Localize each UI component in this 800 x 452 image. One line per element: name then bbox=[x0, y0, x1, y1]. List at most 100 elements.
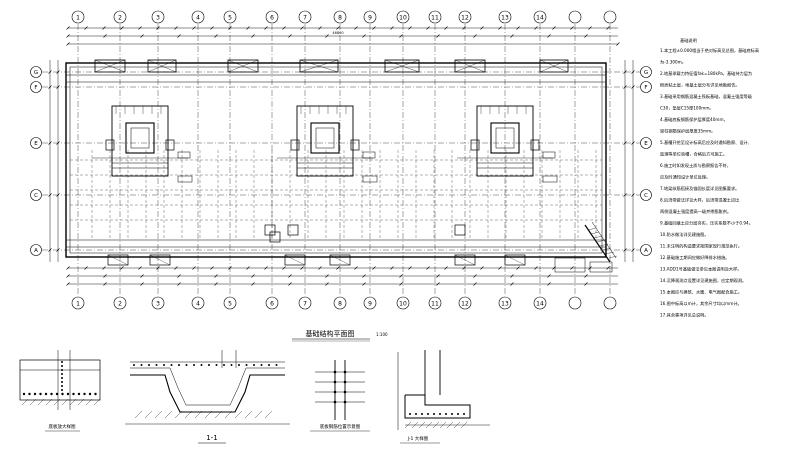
dimension-tick bbox=[174, 26, 178, 30]
bay-block bbox=[147, 59, 177, 73]
dimension-tick bbox=[56, 141, 60, 145]
dimension-tick bbox=[547, 34, 551, 38]
dimension-tick bbox=[192, 266, 196, 270]
dimension-tick bbox=[623, 70, 627, 74]
dimension-tick bbox=[56, 70, 60, 74]
notes-line: 3.基础采用钢筋混凝土筏板基础，混凝土强度等级 bbox=[660, 93, 753, 100]
notes-line: 10.防水做法详见建施图。 bbox=[660, 231, 709, 238]
dimension-tick bbox=[228, 266, 232, 270]
notes-line: C30，垫层C15厚100mm。 bbox=[660, 105, 714, 112]
axis-label: 12 bbox=[461, 14, 469, 21]
rebar-dot bbox=[230, 364, 233, 366]
rebar-dot bbox=[333, 380, 337, 384]
dimension-tick bbox=[120, 266, 124, 270]
dimension-tick bbox=[103, 274, 107, 278]
rebar-dot bbox=[72, 392, 75, 396]
ramp-hatch bbox=[605, 251, 615, 255]
dimension-tick bbox=[399, 282, 403, 286]
rebar-dot bbox=[223, 364, 225, 366]
dimension-tick bbox=[325, 282, 329, 286]
axis-label: 4 bbox=[196, 14, 200, 21]
axis-label: A bbox=[34, 248, 38, 254]
dimension-tick bbox=[140, 34, 144, 38]
dimension-tick bbox=[66, 34, 70, 38]
dimension-tick bbox=[84, 26, 88, 30]
stair-core-3 bbox=[457, 105, 558, 183]
dimension-tick bbox=[300, 266, 304, 270]
axis-label: 1 bbox=[76, 300, 80, 307]
axis-bubble bbox=[603, 10, 617, 24]
dimension-tick bbox=[66, 42, 70, 46]
dimension-tick bbox=[177, 274, 181, 278]
axis-bubble bbox=[151, 10, 165, 24]
dimension-tick bbox=[264, 26, 268, 30]
dimension-tick bbox=[336, 26, 340, 30]
bay-block-diag bbox=[539, 59, 569, 73]
dimension-tick bbox=[631, 248, 635, 252]
rebar-dot bbox=[61, 361, 63, 363]
axis-label: 5 bbox=[228, 300, 232, 307]
dimension-tick bbox=[156, 266, 160, 270]
dimension-tick bbox=[426, 266, 430, 270]
dimension-tick bbox=[473, 34, 477, 38]
axis-bubble bbox=[223, 10, 237, 24]
axis-label: 13 bbox=[501, 14, 509, 21]
rebar-dot bbox=[268, 364, 270, 366]
notes-line: 监理等单位验槽，合格后方可施工。 bbox=[660, 151, 727, 158]
dimension-tick bbox=[510, 274, 514, 278]
dimension-tick bbox=[362, 274, 366, 278]
dimension-tick bbox=[66, 274, 70, 278]
dimension-tick bbox=[102, 26, 106, 30]
axis-label: F bbox=[644, 85, 647, 91]
axis-label: 2 bbox=[118, 300, 122, 307]
axis-bubble bbox=[396, 10, 410, 24]
rebar-dot bbox=[343, 400, 347, 404]
rebar-dot bbox=[83, 392, 86, 396]
hatch-line bbox=[77, 398, 85, 406]
section-outline bbox=[130, 374, 285, 413]
ramp-hatch bbox=[587, 227, 597, 231]
notes-line: 5.基槽开挖至设计标高后应及时通知勘察、设计、 bbox=[660, 139, 752, 146]
rebar-dot bbox=[66, 392, 70, 396]
bay-block bbox=[539, 59, 569, 73]
dimension-tick bbox=[372, 266, 376, 270]
dimension-tick bbox=[362, 282, 366, 286]
rebar-dot bbox=[77, 392, 81, 396]
axis-label: C bbox=[644, 193, 648, 199]
dimension-tick bbox=[246, 26, 250, 30]
strip-footing bbox=[329, 254, 351, 266]
post-footing bbox=[454, 224, 466, 236]
axis-label: 8 bbox=[338, 14, 342, 21]
dimension-tick bbox=[516, 26, 520, 30]
dimension-tick bbox=[214, 274, 218, 278]
notes-line: 15.本图应与建筑、水暖、电气图配合施工。 bbox=[660, 289, 742, 296]
dimension-tick bbox=[510, 282, 514, 286]
dimension-tick bbox=[138, 266, 142, 270]
rebar-dot bbox=[253, 364, 255, 366]
hatch-line bbox=[85, 398, 93, 406]
rebar-dot bbox=[343, 380, 347, 384]
ramp-hatch bbox=[590, 231, 600, 235]
axis-bubble bbox=[298, 296, 312, 310]
dimension-tick bbox=[192, 26, 196, 30]
axis-bubble bbox=[428, 296, 442, 310]
axis-label: 1 bbox=[76, 14, 80, 21]
dimension-tick bbox=[631, 85, 635, 89]
dimension-tick bbox=[362, 34, 366, 38]
axis-label: G bbox=[644, 70, 648, 76]
dimension-tick bbox=[140, 282, 144, 286]
bay-block-diag bbox=[94, 59, 126, 73]
rebar-dot bbox=[170, 364, 173, 366]
dimension-tick bbox=[623, 85, 627, 89]
ramp-hatch bbox=[599, 243, 609, 247]
core-pit-inner bbox=[495, 127, 515, 149]
rebar-dot bbox=[178, 364, 180, 366]
axis-label: 11 bbox=[431, 300, 439, 307]
axis-bubble bbox=[71, 10, 85, 24]
rebar-dot bbox=[343, 370, 347, 374]
axis-bubble bbox=[640, 81, 652, 93]
dimension-tick bbox=[436, 282, 440, 286]
dimension-tick bbox=[354, 26, 358, 30]
